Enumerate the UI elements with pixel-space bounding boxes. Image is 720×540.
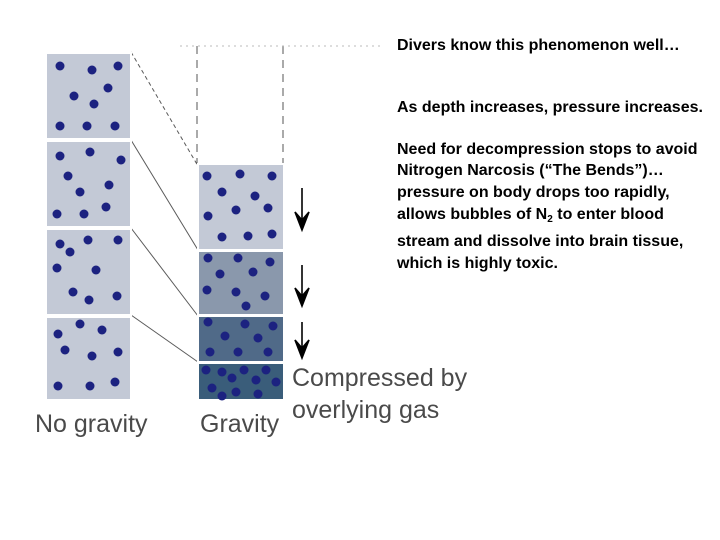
connector-lines — [131, 52, 198, 362]
down-arrow-icon — [295, 322, 309, 358]
down-arrow-icon — [295, 265, 309, 306]
no-gravity-column — [46, 53, 131, 400]
gravity-label: Gravity — [200, 410, 279, 439]
paragraph-pressure: As depth increases, pressure increases. — [397, 97, 707, 119]
compressed-label-line1: Compressed by — [292, 364, 467, 393]
paragraph-divers: Divers know this phenomenon well… — [397, 35, 707, 57]
explanation-text: Divers know this phenomenon well… As dep… — [397, 35, 707, 274]
dashed-column-outline — [180, 46, 380, 163]
no-gravity-label: No gravity — [35, 410, 148, 439]
compressed-label-line2: overlying gas — [292, 396, 439, 425]
paragraph-decompression: Need for decompression stops to avoid Ni… — [397, 139, 707, 275]
gravity-column — [198, 164, 284, 401]
down-arrow-icon — [295, 188, 309, 230]
